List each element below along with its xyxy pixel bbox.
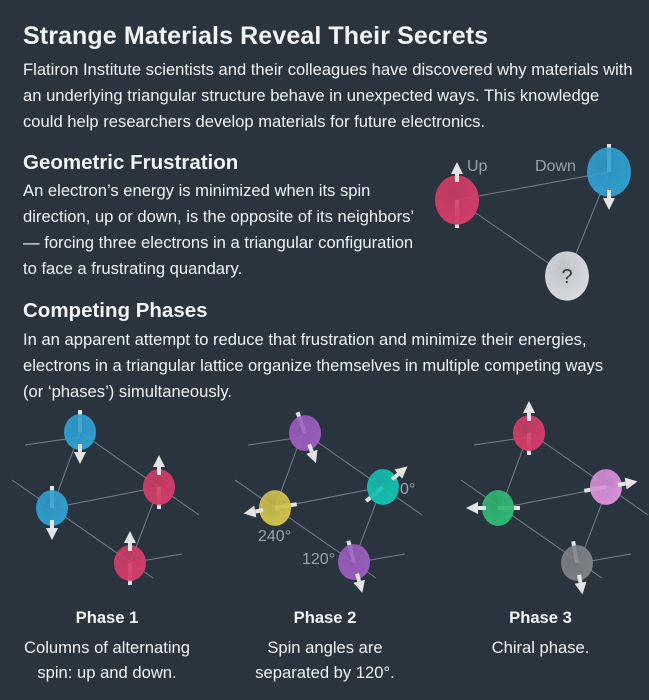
frustration-text: An electron’s energy is minimized when i… (23, 181, 414, 278)
unknown-electron (545, 251, 589, 301)
angle-120-label: 120° (302, 551, 335, 568)
phase-1-description: Columns of alternating spin: up and down… (23, 638, 191, 682)
up-label: Up (467, 158, 488, 175)
phase1-electron (114, 545, 146, 581)
phases-heading: Competing Phases (23, 299, 208, 322)
phase-1-title: Phase 1 (75, 608, 139, 627)
spin-arrow-shaft (617, 481, 627, 487)
phase-2-caption: Phase 2 Spin angles are separated by 120… (230, 605, 420, 685)
phase1-electron (64, 414, 96, 450)
phase2-electron (367, 469, 399, 505)
spin-arrow-head-icon (394, 466, 408, 479)
up-electron (435, 175, 479, 225)
spin-arrow-head-icon (466, 502, 478, 514)
phase-3-caption: Phase 3 Chiral phase. (448, 605, 633, 660)
spin-arrow-shaft (254, 508, 264, 514)
page-title: Strange Materials Reveal Their Secrets (23, 22, 489, 50)
spin-arrow-head-icon (306, 449, 318, 464)
phase1-electron (143, 469, 175, 505)
phase-1-caption: Phase 1 Columns of alternating spin: up … (7, 605, 207, 685)
phase2-electron (259, 490, 291, 526)
phase2-electron (338, 544, 370, 580)
lattice-line (302, 431, 423, 516)
spin-arrow-head-icon (624, 477, 638, 490)
down-label: Down (535, 158, 576, 175)
spin-arrow-shaft (307, 443, 314, 453)
phase3-electron (513, 415, 545, 451)
spin-arrow-head-icon (523, 401, 535, 413)
spin-arrow-head-icon (353, 579, 365, 593)
angle-0-label: 0° (400, 481, 415, 498)
lattice-line (79, 431, 200, 516)
phase1-electron (36, 490, 68, 526)
phase2-electron (289, 415, 321, 451)
spin-arrow-head-icon (451, 162, 463, 174)
spin-arrow-shaft (355, 573, 362, 582)
spin-arrow-head-icon (603, 198, 615, 210)
spin-arrow-shaft (577, 574, 583, 584)
spin-arrow-head-icon (74, 452, 86, 464)
phase-2-description: Spin angles are separated by 120°. (255, 638, 395, 682)
phases-text: In an apparent attempt to reduce that fr… (23, 330, 604, 401)
phase3-electron (590, 469, 622, 505)
lattice-line (456, 171, 610, 201)
frustration-heading: Geometric Frustration (23, 151, 239, 174)
phase3-electron (482, 490, 514, 526)
spin-arrow-head-icon (243, 505, 257, 518)
lattice-line (51, 486, 160, 509)
spin-arrow-head-icon (46, 528, 58, 540)
spin-arrow-head-icon (124, 531, 136, 543)
lattice-line (528, 431, 649, 516)
intro-text: Flatiron Institute scientists and their … (23, 60, 633, 131)
down-electron (587, 147, 631, 197)
spin-arrow-shaft (390, 472, 400, 481)
angle-240-label: 240° (258, 528, 291, 545)
phase-3-description: Chiral phase. (491, 638, 590, 657)
phase3-electron (561, 545, 593, 581)
unknown-spin-label: ? (561, 266, 572, 288)
spin-arrow-head-icon (153, 455, 165, 467)
phase-2-title: Phase 2 (293, 608, 357, 627)
phase-3-title: Phase 3 (509, 608, 572, 627)
spin-arrow-head-icon (574, 581, 587, 595)
